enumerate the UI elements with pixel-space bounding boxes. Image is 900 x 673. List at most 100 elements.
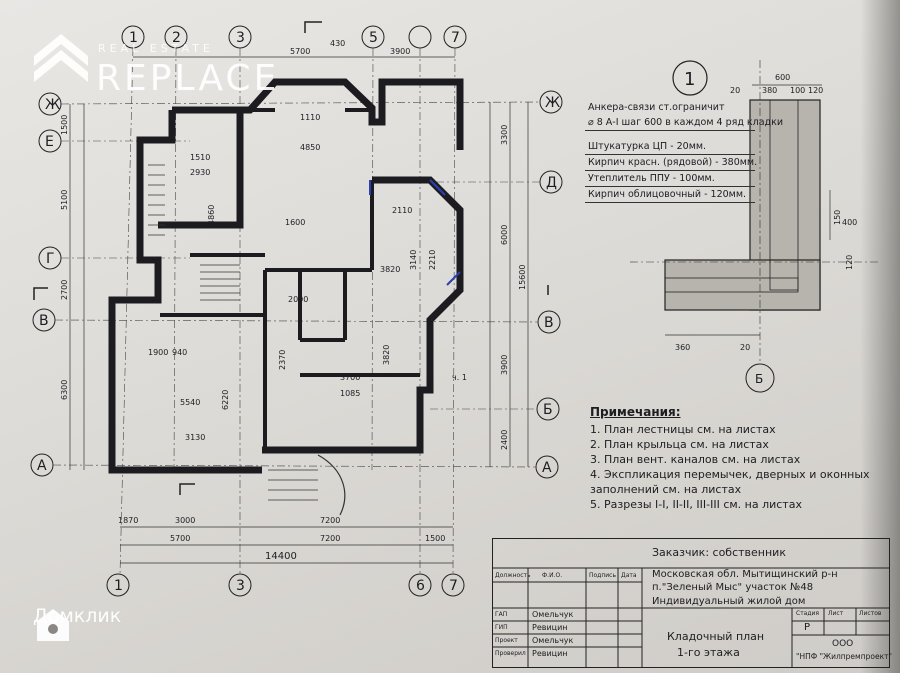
axis-label-a: А [37, 458, 47, 474]
legend-plaster: Штукатурка ЦП - 20мм. [585, 139, 755, 155]
legend-anchor-line-1: Анкера-связи ст.ограничит [588, 102, 725, 113]
dim-room-1110: 1110 [300, 113, 320, 122]
detail-dim-150: 150 [833, 210, 842, 225]
dim-room-1085: 1085 [340, 389, 360, 398]
dim-left-2700: 2700 [60, 280, 69, 300]
axis-label-g: Г [46, 251, 55, 267]
dim-right-3900: 3900 [500, 355, 509, 375]
dim-room-6220: 6220 [221, 390, 230, 410]
axis-label-right-d: Д [546, 175, 557, 191]
note-item: 3. План вент. каналов см. на листах [590, 453, 801, 466]
detail-dim-120-b: 120 [845, 255, 854, 270]
axis-label-bottom-3: 3 [236, 578, 245, 594]
detail-number: 1 [684, 69, 695, 90]
note-item: 4. Экспликация перемычек, дверных и окон… [590, 468, 870, 496]
dim-room-3820-b: 3820 [382, 345, 391, 365]
dim-7200-a: 7200 [320, 516, 340, 525]
dim-14400: 14400 [265, 551, 297, 562]
role-gip: ГИП [495, 624, 508, 631]
title-block: Заказчик: собственник Московская обл. Мы… [492, 538, 892, 668]
detail-dim-360: 360 [675, 343, 690, 352]
axis-label-bottom-6: 6 [416, 578, 425, 594]
wall-detail-1 [630, 60, 880, 393]
photo-shadow [860, 0, 900, 673]
detail-dim-600: 600 [775, 73, 790, 82]
dim-left-6300: 6300 [60, 380, 69, 400]
note-item: 2. План крыльца см. на листах [590, 438, 769, 451]
axis-label-right-v: В [544, 315, 554, 331]
dim-left-5100: 5100 [60, 190, 69, 210]
detail-dim-20-b: 20 [740, 343, 750, 352]
replace-logo-icon [34, 34, 88, 82]
dim-room-3700: 3700 [340, 373, 360, 382]
role-project: Проект [495, 637, 518, 644]
dim-room-3140: 3140 [409, 250, 418, 270]
notes-block: Примечания: 1. План лестницы см. на лист… [590, 405, 880, 512]
dim-room-2000: 2000 [288, 295, 308, 304]
dim-top-430: 430 [330, 39, 345, 48]
axis-label-bottom-7: 7 [449, 578, 458, 594]
domclick-watermark: Домклик [33, 605, 121, 641]
detail-dim-100: 100 [790, 86, 805, 95]
dim-right-15600: 15600 [518, 265, 527, 290]
dim-room-940: 940 [172, 348, 187, 357]
dim-room-4850: 4850 [300, 143, 320, 152]
sheet-header: Лист [828, 610, 844, 617]
dim-1870: 1870 [118, 516, 138, 525]
axis-label-1: 1 [129, 30, 138, 46]
role-checked: Проверил [495, 650, 526, 657]
notes-title: Примечания: [590, 405, 681, 419]
dim-room-1600: 1600 [285, 218, 305, 227]
dim-room-2370: 2370 [278, 350, 287, 370]
axis-label-3: 3 [236, 30, 245, 46]
dim-left-1500: 1500 [60, 115, 69, 135]
legend-facing-brick: Кирпич облицовочный - 120мм. [585, 187, 755, 203]
address-line-2: п."Зеленый Мыс" участок №48 [652, 582, 814, 593]
domclick-house-icon [37, 609, 69, 641]
dim-room-2110: 2110 [392, 206, 412, 215]
dim-room-2210: 2210 [428, 250, 437, 270]
detail-dim-400: 400 [842, 218, 857, 227]
dim-room-3130: 3130 [185, 433, 205, 442]
stage-value: Р [804, 622, 811, 633]
col-header-name: Ф.И.О. [542, 572, 563, 579]
dim-top-3900: 3900 [390, 47, 410, 56]
stage-header: Стадия [796, 610, 820, 617]
dim-5700: 5700 [170, 534, 190, 543]
address-line-1: Московская обл. Мытищинский р-н [652, 569, 838, 580]
customer-label: Заказчик: собственник [652, 546, 786, 559]
name-project: Омельчук [532, 636, 574, 645]
dim-room-1510: 1510 [190, 153, 210, 162]
detail-legend: Анкера-связи ст.ограничит ⌀ 8 А-I шаг 60… [585, 100, 783, 203]
axis-label-v: В [39, 313, 49, 329]
dim-right-6000: 6000 [500, 225, 509, 245]
dim-room-2930: 2930 [190, 168, 210, 177]
detail-dim-120: 120 [808, 86, 823, 95]
legend-insulation: Утеплитель ППУ - 100мм. [585, 171, 755, 187]
axis-label-right-zh: Ж [545, 95, 560, 111]
dim-room-3820: 3820 [380, 265, 400, 274]
detail-dim-380: 380 [762, 86, 777, 95]
company-line-1: ООО [832, 639, 854, 649]
legend-anchor-line-2: ⌀ 8 А-I шаг 600 в каждом 4 ряд кладки [585, 115, 783, 131]
replace-watermark-tagline: REAL ESTATE [98, 42, 214, 55]
replace-watermark-text: REPLACE [96, 58, 280, 99]
axis-label-right-b: Б [543, 402, 553, 418]
legend-brick-red: Кирпич красн. (рядовой) - 380мм. [585, 155, 757, 171]
axis-label-zh: Ж [45, 97, 60, 113]
title-block-grid [492, 538, 890, 668]
dim-room-5540: 5540 [180, 398, 200, 407]
company-line-2: "НПФ "Жилпремпроект" [796, 652, 892, 661]
col-header-signature: Подпись [589, 572, 616, 579]
sheet-title-line-2: 1-го этажа [677, 646, 740, 659]
note-item: 5. Разрезы I-I, II-II, III-III см. на ли… [590, 498, 802, 511]
detail-axis-label: Б [755, 372, 763, 386]
dim-1500: 1500 [425, 534, 445, 543]
name-checked: Ревицин [532, 649, 568, 658]
axis-label-bottom-1: 1 [114, 578, 123, 594]
dim-right-3300: 3300 [500, 125, 509, 145]
sheet-title-line-1: Кладочный план [667, 630, 765, 643]
object-name: Индивидуальный жилой дом [652, 596, 806, 607]
